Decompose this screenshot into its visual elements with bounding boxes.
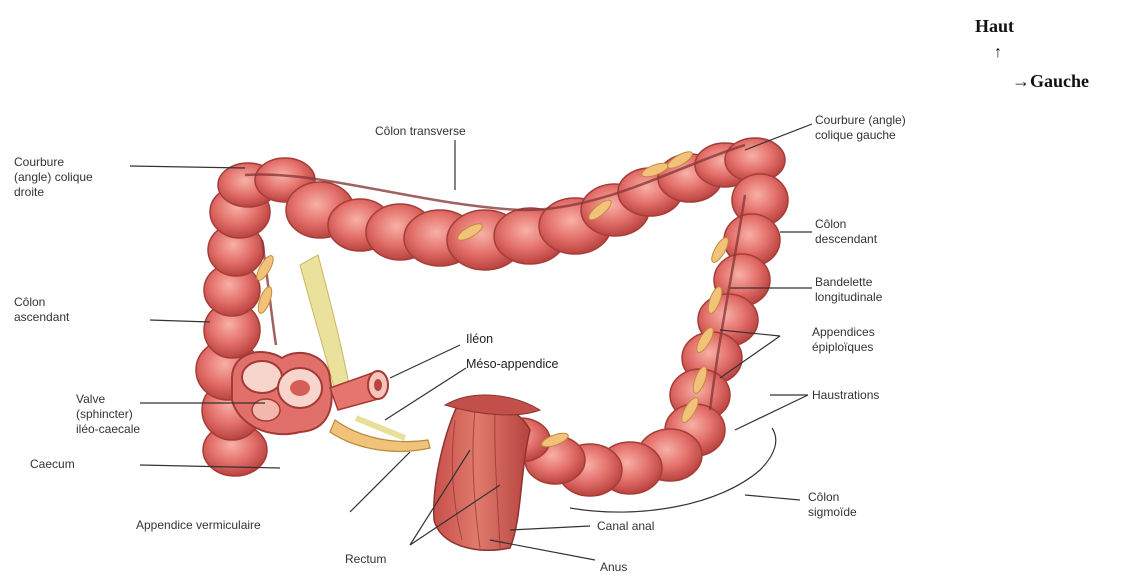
label-anus: Anus — [600, 560, 627, 575]
label-caecum: Caecum — [30, 457, 75, 472]
label-appendices-epiploiques: Appendices épiploïques — [812, 325, 875, 355]
label-colon-transverse: Côlon transverse — [375, 124, 466, 139]
label-valve: Valve (sphincter) iléo-caecale — [76, 392, 140, 437]
label-ileon: Iléon — [466, 332, 493, 347]
label-bandelette: Bandelette longitudinale — [815, 275, 882, 305]
label-courbure-droite: Courbure (angle) colique droite — [14, 155, 93, 200]
label-courbure-gauche: Courbure (angle) colique gauche — [815, 113, 906, 143]
label-colon-descendant: Côlon descendant — [815, 217, 877, 247]
label-haustrations: Haustrations — [812, 388, 879, 403]
label-appendice-vermiculaire: Appendice vermiculaire — [136, 518, 261, 533]
ileocaecal-valve — [232, 352, 332, 434]
label-meso-appendice: Méso-appendice — [466, 357, 558, 372]
label-colon-ascendant: Côlon ascendant — [14, 295, 69, 325]
label-colon-sigmoide: Côlon sigmoïde — [808, 490, 857, 520]
label-rectum: Rectum — [345, 552, 386, 567]
appendix — [330, 418, 430, 451]
label-canal-anal: Canal anal — [597, 519, 654, 534]
